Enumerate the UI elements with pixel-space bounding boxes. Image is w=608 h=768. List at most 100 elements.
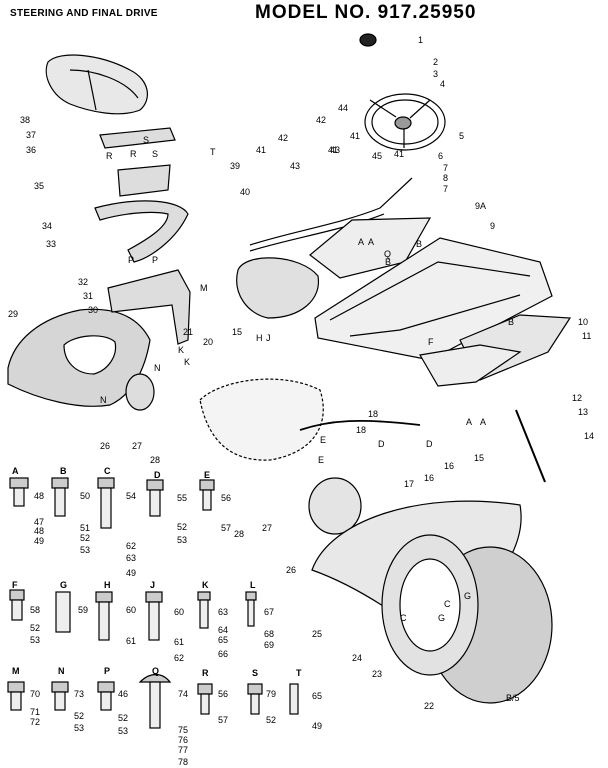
callout-9: 9 xyxy=(490,221,496,231)
hw-g-part-1: 59 xyxy=(78,605,89,615)
callout-24: 24 xyxy=(352,653,363,663)
callout-16a: 16 xyxy=(444,461,455,471)
hw-j-part-3: 62 xyxy=(174,653,185,663)
wheel-and-tire-drawing xyxy=(381,534,553,704)
callout-16b: 16 xyxy=(424,473,435,483)
hw-m-part-3: 72 xyxy=(30,717,41,727)
hw-d-part-2: 52 xyxy=(177,522,188,532)
hw-q-part-2: 75 xyxy=(178,725,189,735)
hw-k-part-1: 63 xyxy=(218,607,229,617)
hw-l-part-2: 68 xyxy=(264,629,275,639)
hw-c-part-4: 49 xyxy=(126,568,137,578)
letter-f-1: F xyxy=(428,337,434,347)
hw-h-part-2: 61 xyxy=(126,636,137,646)
callout-3: 3 xyxy=(433,69,439,79)
letter-t-1: T xyxy=(210,147,216,157)
callout-17: 17 xyxy=(404,479,415,489)
callout-40: 40 xyxy=(240,187,251,197)
hw-l-part-1: 67 xyxy=(264,607,275,617)
hardware-illustrations xyxy=(7,477,299,729)
callout-41a: 41 xyxy=(256,145,267,155)
callout-6: 6 xyxy=(438,151,444,161)
hw-letter-f: F xyxy=(12,580,18,590)
callout-27b: 27 xyxy=(262,523,273,533)
hw-f-part-3: 53 xyxy=(30,635,41,645)
letter-c-1: C xyxy=(444,599,451,609)
hw-s-part-2: 52 xyxy=(266,715,277,725)
callout-4: 4 xyxy=(440,79,446,89)
letter-e-1: E xyxy=(320,435,327,445)
hw-p-part-2: 52 xyxy=(118,713,129,723)
hw-letter-m: M xyxy=(12,666,20,676)
letter-n-1: N xyxy=(154,363,161,373)
callout-34: 34 xyxy=(42,221,53,231)
hw-l-part-3: 69 xyxy=(264,640,275,650)
letter-b-1: B xyxy=(416,239,423,249)
hw-n-part-1: 73 xyxy=(74,689,85,699)
callout-12: 12 xyxy=(572,393,583,403)
letter-k-2: K xyxy=(184,357,191,367)
callout-38: 38 xyxy=(20,115,31,125)
hw-letter-n: N xyxy=(58,666,65,676)
callout-29: 29 xyxy=(8,309,19,319)
callout-35: 35 xyxy=(34,181,45,191)
callout-23: 23 xyxy=(372,669,383,679)
hw-c-part-1: 54 xyxy=(126,491,137,501)
callout-14: 14 xyxy=(584,431,595,441)
steering-wheel-drawing xyxy=(364,93,446,151)
callout-21: 21 xyxy=(183,327,194,337)
callout-18b: 18 xyxy=(356,425,367,435)
letter-q-1: Q xyxy=(384,249,392,259)
callout-42b: 42 xyxy=(316,115,327,125)
hw-c-part-2: 62 xyxy=(126,541,137,551)
hw-letter-t: T xyxy=(296,668,302,678)
callout-43b: 43 xyxy=(330,145,341,155)
hw-a-part-1: 48 xyxy=(34,491,45,501)
model-number: MODEL NO. 917.25950 xyxy=(255,2,477,23)
letter-r-1: R xyxy=(106,151,113,161)
seat-drawing xyxy=(45,54,148,115)
callout-15b: 15 xyxy=(474,453,485,463)
hw-letter-g: G xyxy=(60,580,68,590)
letter-n-2: N xyxy=(100,395,107,405)
hw-p-part-1: 46 xyxy=(118,689,129,699)
hw-c-part-3: 63 xyxy=(126,553,137,563)
hw-e-part-2: 57 xyxy=(221,523,232,533)
callout-9a: 9A xyxy=(475,201,487,211)
hw-q-part-5: 78 xyxy=(178,757,189,767)
letter-p-2: P xyxy=(152,255,159,265)
hw-r-part-2: 57 xyxy=(218,715,229,725)
hw-t-part-1: 65 xyxy=(312,691,323,701)
callout-8: 8 xyxy=(443,173,449,183)
hw-s-part-1: 79 xyxy=(266,689,277,699)
callout-27a: 27 xyxy=(132,441,143,451)
callout-28a: 28 xyxy=(150,455,161,465)
hw-letter-c: C xyxy=(104,466,111,476)
letter-m-1: M xyxy=(200,283,208,293)
hw-t-part-2: 49 xyxy=(312,721,323,731)
hw-letter-b: B xyxy=(60,466,67,476)
letter-g-1: G xyxy=(464,591,472,601)
hw-f-part-1: 58 xyxy=(30,605,41,615)
callout-18a: 18 xyxy=(368,409,379,419)
letter-p-1: P xyxy=(128,255,135,265)
letter-a-4: A xyxy=(480,417,487,427)
callout-43a: 43 xyxy=(290,161,301,171)
callout-37: 37 xyxy=(26,130,37,140)
hw-letter-k: K xyxy=(202,580,209,590)
hw-d-part-1: 55 xyxy=(177,493,188,503)
letter-s-2: S xyxy=(152,149,159,159)
callout-13: 13 xyxy=(578,407,589,417)
callout-15a: 15 xyxy=(232,327,243,337)
hw-k-part-2: 64 xyxy=(218,625,229,635)
letter-a-2: A xyxy=(368,237,375,247)
callout-41d: 41 xyxy=(394,149,405,159)
letter-j-1: J xyxy=(266,333,271,343)
hw-d-part-3: 53 xyxy=(177,535,188,545)
hw-m-part-2: 71 xyxy=(30,707,41,717)
callout-2: 2 xyxy=(433,57,439,67)
callout-45: 45 xyxy=(372,151,383,161)
hw-j-part-2: 61 xyxy=(174,637,185,647)
hw-b-part-2: 51 xyxy=(80,523,91,533)
